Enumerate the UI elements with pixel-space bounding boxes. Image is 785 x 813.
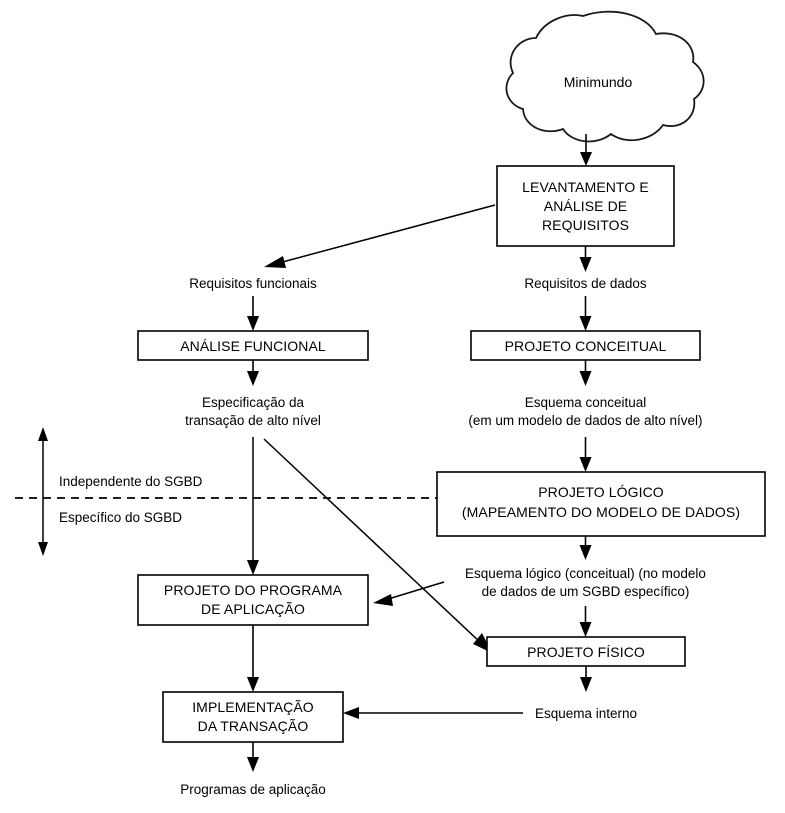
node-analise-funcional: ANÁLISE FUNCIONAL bbox=[137, 330, 369, 361]
levantamento-line-3: REQUISITOS bbox=[542, 217, 629, 233]
arrowhead-icon bbox=[247, 757, 259, 772]
label-esquema-logico-line-2: de dados de um SGBD específico) bbox=[482, 584, 690, 599]
box-shape bbox=[137, 330, 369, 361]
node-projeto-conceitual: PROJETO CONCEITUAL bbox=[470, 330, 701, 361]
projeto-programa-line-1: PROJETO DO PROGRAMA bbox=[164, 582, 343, 598]
edge-analise-to-especificacao bbox=[247, 360, 259, 386]
edge-projeto-programa-to-implementacao bbox=[247, 625, 259, 692]
label-requisitos-dados: Requisitos de dados bbox=[524, 276, 647, 291]
arrowhead-icon bbox=[247, 560, 259, 575]
arrowhead-icon bbox=[579, 622, 592, 637]
node-minimundo: Minimundo bbox=[505, 10, 705, 143]
implementacao-line-2: DA TRANSAÇÃO bbox=[198, 718, 309, 734]
arrowhead-icon bbox=[579, 545, 592, 560]
arrowhead-icon bbox=[264, 256, 286, 268]
edge-requisitos-funcionais-to-analise bbox=[247, 296, 259, 331]
label-especifico-sgbd: Específico do SGBD bbox=[59, 510, 182, 525]
node-projeto-logico: PROJETO LÓGICO (MAPEAMENTO DO MODELO DE … bbox=[436, 471, 766, 537]
edge-conceitual-to-esquema bbox=[579, 360, 592, 386]
edge-esquema-interno-to-implementacao bbox=[343, 707, 523, 719]
arrowhead-up-icon bbox=[38, 427, 48, 441]
label-esquema-logico-line-1: Esquema lógico (conceitual) (no modelo bbox=[465, 566, 706, 581]
label-esquema-interno: Esquema interno bbox=[535, 706, 637, 721]
node-implementacao-da-transacao: IMPLEMENTAÇÃO DA TRANSAÇÃO bbox=[162, 691, 344, 743]
arrowhead-icon bbox=[343, 707, 359, 719]
projeto-logico-line-1: PROJETO LÓGICO bbox=[538, 484, 664, 500]
edge-especificacao-to-projeto-programa bbox=[247, 437, 259, 575]
arrowhead-icon bbox=[579, 257, 592, 272]
edge-levantamento-to-requisitos-dados bbox=[579, 246, 592, 272]
edge-esquema-logico-to-projeto-programa bbox=[373, 581, 445, 606]
label-programas-de-aplicacao: Programas de aplicação bbox=[180, 782, 326, 797]
label-requisitos-funcionais: Requisitos funcionais bbox=[189, 276, 317, 291]
edge-logico-to-esquema-logico bbox=[579, 536, 592, 560]
levantamento-line-2: ANÁLISE DE bbox=[544, 198, 627, 214]
arrowhead-icon bbox=[579, 371, 592, 386]
edge-esquema-logico-to-projeto-fisico bbox=[579, 606, 592, 637]
label-independente-sgbd: Independente do SGBD bbox=[59, 474, 203, 489]
analise-funcional-label: ANÁLISE FUNCIONAL bbox=[180, 338, 326, 354]
node-projeto-do-programa-de-aplicacao: PROJETO DO PROGRAMA DE APLICAÇÃO bbox=[137, 574, 369, 626]
arrowhead-icon bbox=[247, 371, 259, 386]
edge-minimundo-to-levantamento bbox=[580, 134, 592, 166]
edge-levantamento-to-requisitos-funcionais bbox=[264, 204, 496, 268]
box-shape bbox=[436, 471, 766, 537]
box-shape bbox=[496, 165, 675, 247]
arrowhead-icon bbox=[373, 594, 393, 606]
edge-requisitos-dados-to-conceitual bbox=[579, 296, 592, 331]
label-especificacao-line-2: transação de alto nível bbox=[185, 413, 321, 428]
implementacao-line-1: IMPLEMENTAÇÃO bbox=[192, 699, 314, 715]
projeto-programa-line-2: DE APLICAÇÃO bbox=[201, 601, 305, 617]
arrowhead-icon bbox=[247, 677, 259, 692]
projeto-conceitual-label: PROJETO CONCEITUAL bbox=[505, 338, 667, 354]
edge-implementacao-to-programas bbox=[247, 742, 259, 772]
levantamento-line-1: LEVANTAMENTO E bbox=[522, 179, 649, 195]
box-shape bbox=[486, 636, 686, 667]
arrowhead-icon bbox=[579, 457, 592, 472]
edge-projeto-fisico-to-esquema-interno bbox=[580, 666, 592, 692]
box-shape bbox=[470, 330, 701, 361]
label-especificacao-line-1: Especificação da bbox=[202, 395, 305, 410]
cloud-shape bbox=[505, 10, 705, 143]
projeto-fisico-label: PROJETO FÍSICO bbox=[527, 644, 645, 660]
node-projeto-fisico: PROJETO FÍSICO bbox=[486, 636, 686, 667]
projeto-logico-line-2: (MAPEAMENTO DO MODELO DE DADOS) bbox=[462, 504, 740, 520]
box-shape bbox=[162, 691, 344, 743]
label-esquema-conceitual-line-1: Esquema conceitual bbox=[525, 395, 647, 410]
arrowhead-down-icon bbox=[38, 542, 48, 556]
cloud-label: Minimundo bbox=[564, 74, 633, 90]
arrowhead-icon bbox=[579, 316, 592, 331]
arrowhead-icon bbox=[580, 152, 592, 166]
edge-esquema-conceitual-to-logico bbox=[579, 437, 592, 472]
arrowhead-icon bbox=[580, 677, 592, 692]
sgbd-scope-indicator bbox=[38, 427, 48, 556]
node-levantamento-analise-requisitos: LEVANTAMENTO E ANÁLISE DE REQUISITOS bbox=[496, 165, 675, 247]
arrowhead-icon bbox=[247, 316, 259, 331]
label-esquema-conceitual-line-2: (em um modelo de dados de alto nível) bbox=[468, 413, 702, 428]
